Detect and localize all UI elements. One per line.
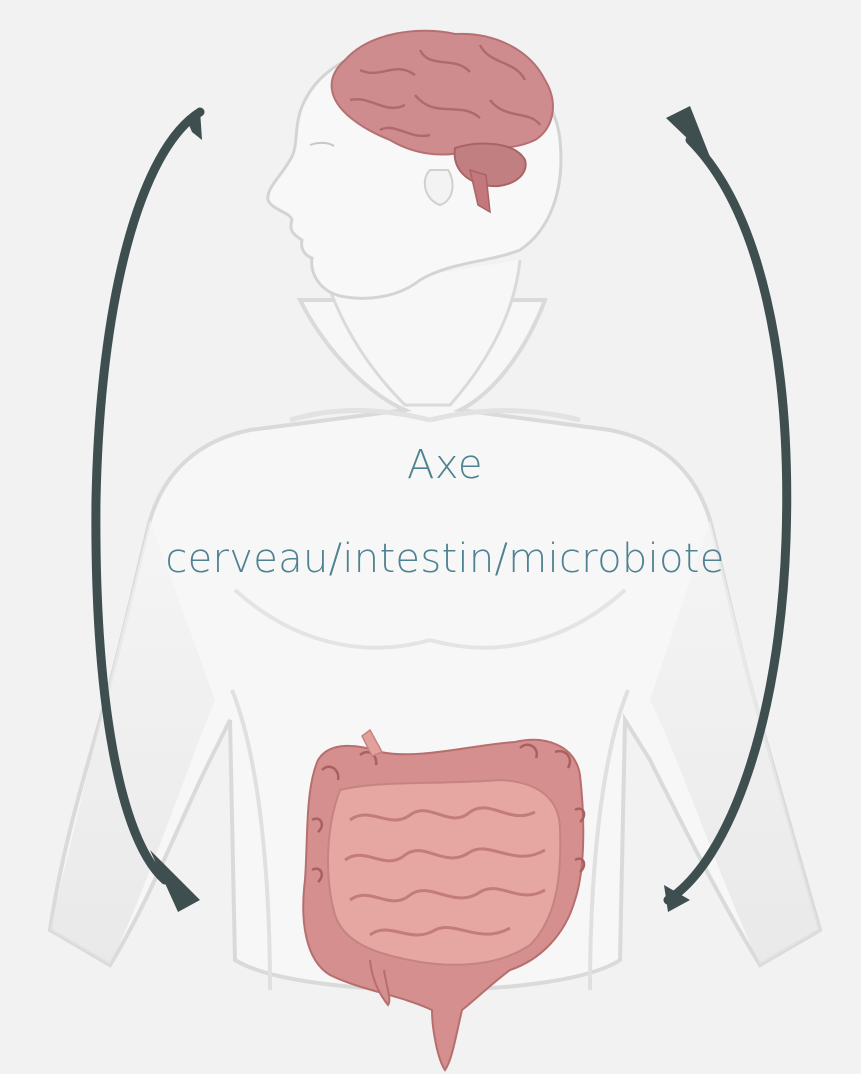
arrow-left-head (150, 850, 200, 912)
arrow-right-head (666, 106, 712, 162)
diagram-title-line-1: Axe (0, 442, 861, 488)
small-intestine (328, 780, 560, 965)
intestine-icon (303, 730, 584, 1070)
diagram-title-line-2: cerveau/intestin/microbiote (0, 536, 861, 582)
